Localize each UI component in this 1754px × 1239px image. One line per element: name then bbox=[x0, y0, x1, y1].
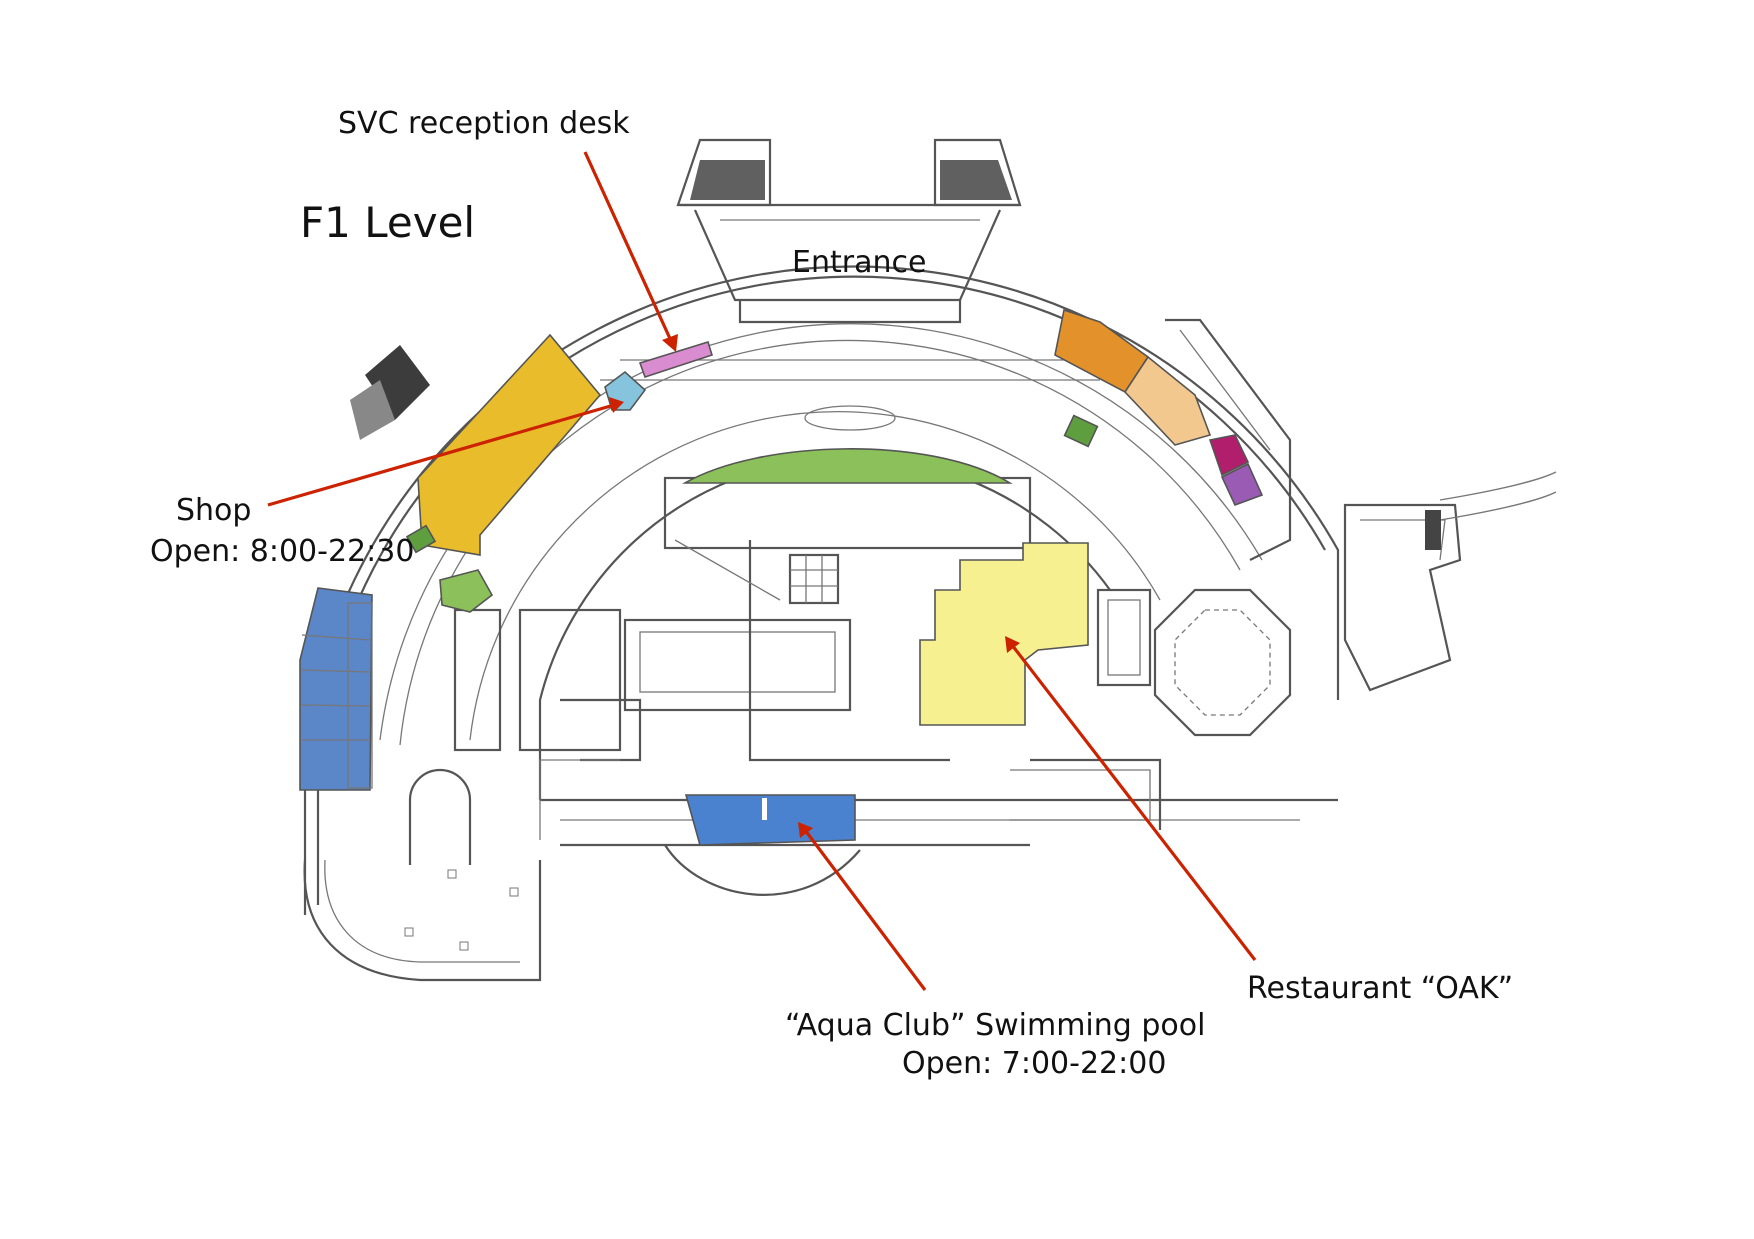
lower-left-lobby bbox=[303, 768, 542, 982]
reception-arrow bbox=[583, 151, 678, 352]
reception-label: SVC reception desk bbox=[338, 106, 630, 141]
shop-arrow bbox=[267, 397, 624, 507]
green-small-left bbox=[405, 524, 437, 554]
entrance-label: Entrance bbox=[792, 245, 927, 280]
pool-arrow bbox=[798, 822, 927, 991]
inner-blocks bbox=[453, 476, 1162, 840]
left-dark-blocks bbox=[350, 345, 430, 440]
shop-hours-label: Open: 8:00-22:30 bbox=[150, 534, 415, 569]
restaurant-label: Restaurant “OAK” bbox=[1247, 971, 1514, 1006]
green-small-right bbox=[1063, 414, 1099, 448]
annotation-arrows bbox=[267, 151, 1257, 991]
pool-bay bbox=[664, 844, 861, 896]
octagon-hall bbox=[1153, 588, 1292, 737]
right-wing bbox=[1165, 318, 1557, 692]
reception-desk bbox=[638, 340, 713, 379]
pool-water bbox=[684, 794, 856, 846]
shop-name-label: Shop bbox=[176, 493, 252, 528]
magenta-room bbox=[1208, 434, 1250, 477]
restaurant-arrow bbox=[1005, 636, 1257, 961]
blue-rooms-left bbox=[299, 587, 373, 791]
floor-title: F1 Level bbox=[300, 198, 476, 247]
pool-hours-label: Open: 7:00-22:00 bbox=[902, 1046, 1167, 1081]
peach-room bbox=[1123, 355, 1212, 446]
restaurant-room bbox=[919, 542, 1089, 726]
purple-room bbox=[1220, 462, 1264, 507]
pool-name-label: “Aqua Club” Swimming pool bbox=[785, 1008, 1206, 1043]
green-patch-left bbox=[439, 569, 494, 613]
entrance-structure bbox=[600, 138, 1100, 431]
colored-rooms bbox=[299, 308, 1264, 846]
green-lawn bbox=[681, 448, 1013, 484]
